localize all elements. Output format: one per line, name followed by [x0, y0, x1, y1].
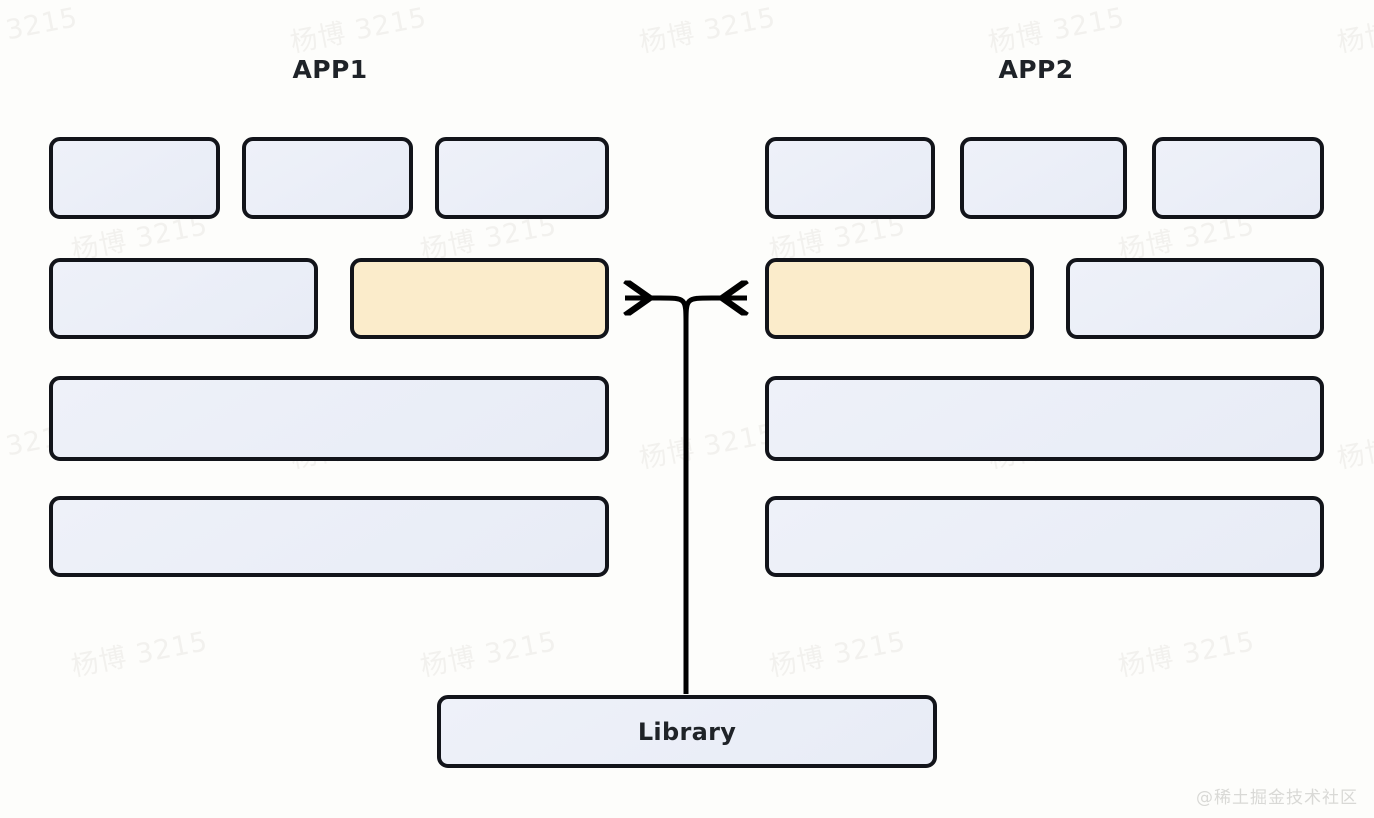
watermark-tile: 杨博 3215	[0, 2, 81, 59]
app2-row1-module-1[interactable]	[765, 137, 935, 219]
watermark-tile: 杨博 3215	[636, 2, 779, 59]
group-title-app2: APP2	[998, 55, 1074, 84]
connector-branch-left	[625, 298, 689, 325]
watermark-tile: 杨博 3215	[1115, 626, 1258, 683]
app2-row2-module-2[interactable]	[1066, 258, 1324, 339]
watermark-tile: 杨博 3215	[1334, 2, 1374, 59]
connector-paths	[625, 298, 747, 694]
watermark-tile: 杨博 3215	[636, 418, 779, 475]
watermark-tile: 杨博 3215	[985, 2, 1128, 59]
app2-row2-shared-module-1[interactable]	[765, 258, 1034, 339]
app2-row1-module-2[interactable]	[960, 137, 1127, 219]
app1-row2-module-1[interactable]	[49, 258, 318, 339]
watermark-tile: 杨博 3215	[287, 2, 430, 59]
app2-row3-module-1[interactable]	[765, 376, 1324, 461]
group-title-app1: APP1	[292, 55, 368, 84]
connector-branch-right	[683, 298, 747, 325]
app1-row3-module-1[interactable]	[49, 376, 609, 461]
library-box-label: Library	[637, 717, 737, 746]
app1-row4-module-1[interactable]	[49, 496, 609, 577]
app2-row1-module-3[interactable]	[1152, 137, 1324, 219]
app1-row2-shared-module-2[interactable]	[350, 258, 609, 339]
watermark-tile: 杨博 3215	[68, 626, 211, 683]
app1-row1-module-3[interactable]	[435, 137, 609, 219]
library-box[interactable]: Library	[437, 695, 937, 768]
app1-row1-module-2[interactable]	[242, 137, 413, 219]
watermark-tile: 杨博 3215	[766, 626, 909, 683]
watermark-tile: 杨博 3215	[1334, 418, 1374, 475]
footer-credit: @稀土掘金技术社区	[1196, 788, 1358, 808]
watermark-tile: 杨博 3215	[417, 626, 560, 683]
app1-row1-module-1[interactable]	[49, 137, 220, 219]
app2-row4-module-1[interactable]	[765, 496, 1324, 577]
